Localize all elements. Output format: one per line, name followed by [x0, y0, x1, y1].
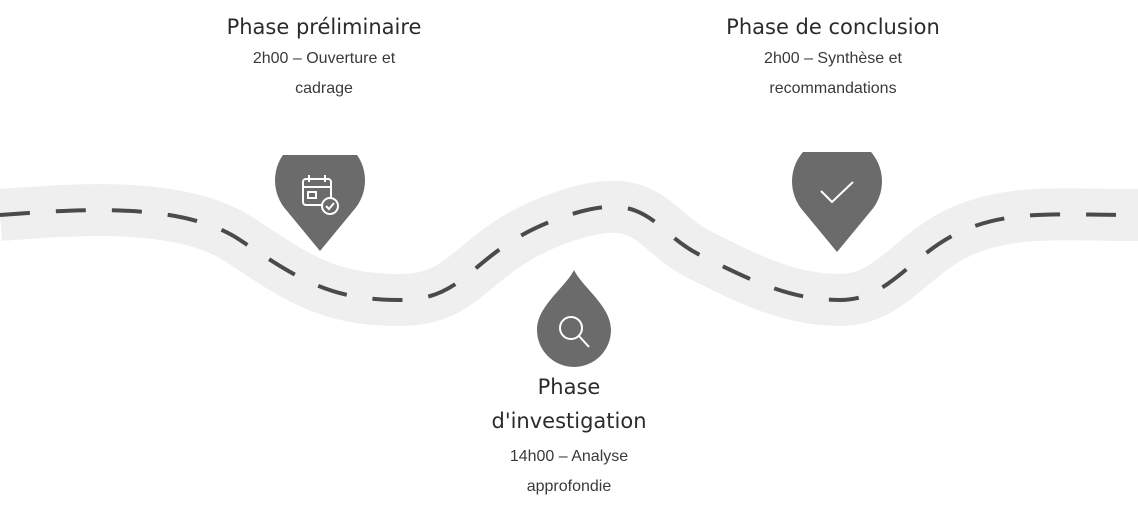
pin-marker-investigation	[537, 270, 611, 367]
phase-description-line: 14h00 – Analyse	[509, 448, 629, 465]
phase-conclusion: Phase de conclusion 2h00 – Synthèse et r…	[683, 10, 983, 104]
phase-description-line: 2h00 – Synthèse et	[764, 50, 902, 67]
phase-title: Phase de conclusion	[726, 15, 940, 39]
phase-description-line: cadrage	[295, 80, 353, 97]
phase-description-line: recommandations	[769, 80, 897, 97]
phase-title-line: d'investigation	[491, 409, 647, 433]
phase-preliminary: Phase préliminaire 2h00 – Ouverture et c…	[174, 10, 474, 104]
calendar-check-icon	[302, 175, 339, 215]
checkmark-icon	[820, 181, 854, 204]
phase-investigation: Phase d'investigation 14h00 – Analyse ap…	[439, 370, 699, 502]
pin-marker-conclusion	[792, 152, 882, 252]
pin-marker-preliminary	[275, 155, 365, 251]
magnifier-icon	[559, 316, 590, 348]
phase-description-line: 2h00 – Ouverture et	[252, 50, 396, 67]
road-center-dashes	[0, 204, 1138, 303]
phase-title-line: Phase	[537, 375, 601, 399]
phase-title: Phase préliminaire	[226, 15, 422, 39]
phase-description-line: approfondie	[526, 478, 612, 495]
